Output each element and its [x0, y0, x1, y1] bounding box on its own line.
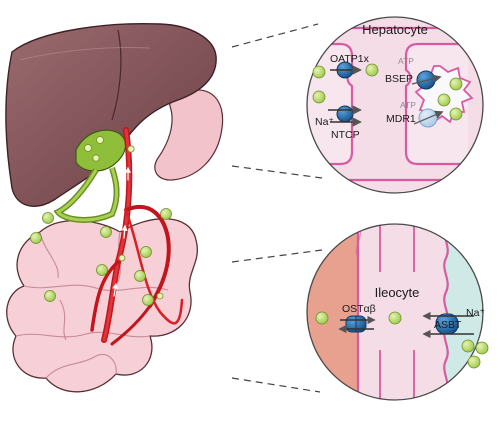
mdr1-label: MDR1	[386, 113, 416, 125]
bile-acid-dot	[44, 290, 56, 302]
bile-acid-dot	[92, 154, 100, 162]
bile-acid-dot	[312, 90, 326, 104]
asbt-label: ASBT	[434, 319, 462, 331]
gallbladder	[75, 129, 127, 172]
liver	[5, 23, 217, 207]
bile-acid-dot	[96, 264, 108, 276]
anatomy-illustration	[5, 23, 224, 393]
ntcp-label: NTCP	[331, 129, 360, 141]
bile-acid-dot	[461, 339, 475, 353]
oatp-label: OATP1x	[330, 53, 370, 65]
bile-acid-dot	[312, 65, 326, 79]
na-label: Na⁺	[315, 116, 334, 128]
bile-acid-dot	[365, 63, 379, 77]
ntcp-transporter	[336, 105, 354, 123]
ileocyte-title: Ileocyte	[375, 285, 420, 300]
atp-top-label: ATP	[398, 56, 414, 66]
bile-acid-dot	[118, 254, 126, 262]
ileocyte-cell	[356, 224, 449, 400]
bile-acid-particles	[30, 136, 172, 306]
bile-acid-dot	[100, 226, 112, 238]
ost-label: OSTαβ	[342, 303, 376, 315]
bile-acid-dot	[84, 144, 92, 152]
atp-bottom-label: ATP	[400, 100, 416, 110]
bile-acid-dot	[467, 355, 481, 369]
bile-acid-dot	[142, 294, 154, 306]
ileocyte-inset: Ileocyte OSTαβ ASBT Na⁺	[306, 223, 489, 401]
bile-acid-dot	[127, 145, 135, 153]
zoom-guide-lines	[231, 23, 323, 393]
bile-acid-dot	[449, 107, 463, 121]
bile-acid-dot	[449, 77, 463, 91]
bile-acid-dot	[160, 208, 172, 220]
bile-acid-dot	[30, 232, 42, 244]
stomach	[154, 89, 224, 181]
bile-acid-dot	[388, 311, 402, 325]
bile-acid-dot	[315, 311, 329, 325]
bile-acid-dot	[96, 136, 104, 144]
bile-acid-dot	[140, 246, 152, 258]
bile-acid-dot	[134, 270, 146, 282]
bsep-label: BSEP	[385, 73, 413, 85]
bile-acid-dot	[42, 212, 54, 224]
hepatocyte-title: Hepatocyte	[362, 22, 428, 37]
na-label-ileocyte: Na⁺	[466, 307, 485, 319]
hepatocyte-inset: Hepatocyte OATP1x Na⁺ NTCP ATP BSEP ATP …	[306, 16, 484, 194]
bile-acid-dot	[437, 93, 451, 107]
bile-acid-dot	[156, 292, 164, 300]
bile-acid-dot	[475, 341, 489, 355]
